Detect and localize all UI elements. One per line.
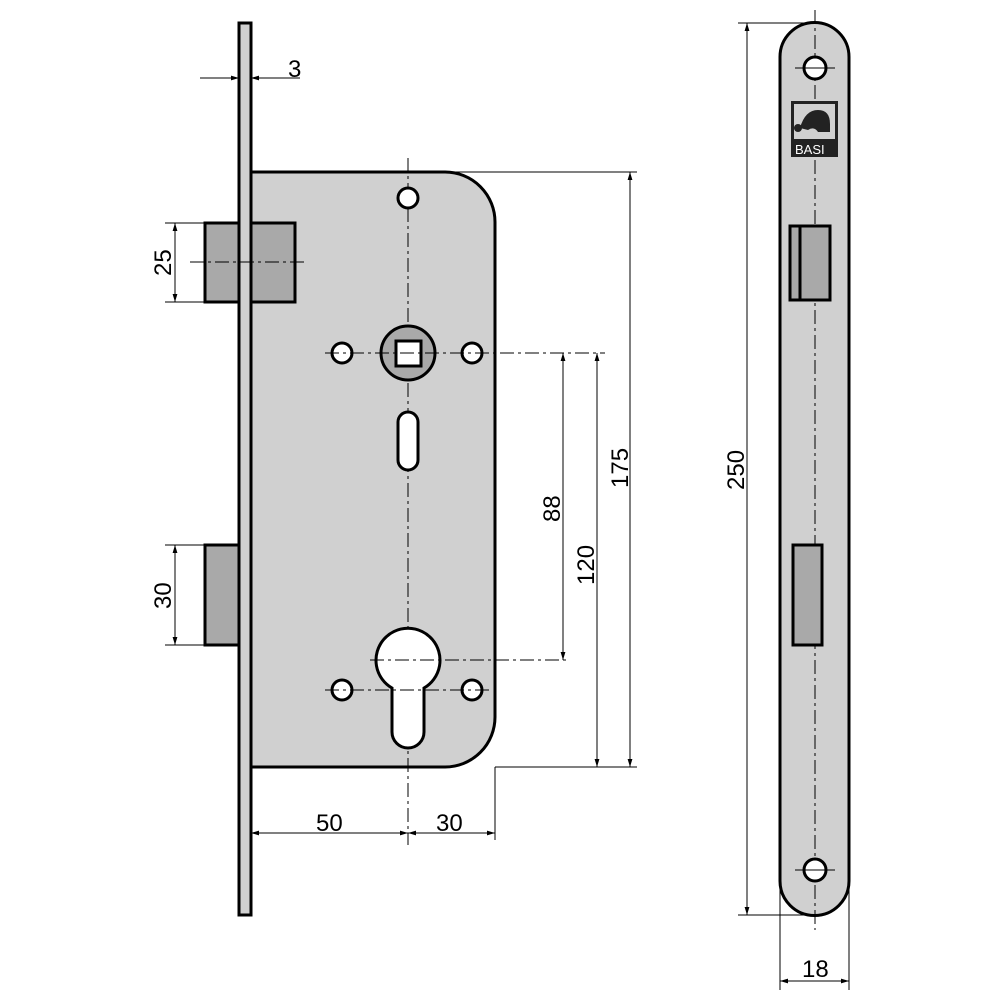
faceplate	[237, 21, 253, 917]
dim-backset: 50	[316, 810, 343, 837]
dim-latch-height: 25	[150, 249, 177, 276]
dim-faceplate-thickness: 3	[288, 56, 301, 83]
dim-body-height: 175	[607, 448, 634, 488]
lock-body	[249, 170, 497, 769]
basi-logo: BASI	[791, 101, 838, 157]
dim-deadbolt-height: 30	[150, 582, 177, 609]
front-view: 3 25 30 50 30 88 120 175	[150, 21, 637, 917]
side-view: BASI 250 18	[723, 10, 851, 990]
dim-faceplate-length: 250	[723, 450, 750, 490]
cylinder-cutout	[374, 626, 442, 750]
dim-faceplate-width: 18	[802, 956, 829, 983]
deadbolt-side	[791, 543, 824, 647]
screw-hole	[396, 186, 420, 210]
dim-center-distance: 88	[539, 495, 566, 522]
svg-text:BASI: BASI	[795, 142, 825, 157]
dim-cylinder-to-edge: 30	[436, 810, 463, 837]
latch-bolt-side	[788, 224, 832, 302]
slot	[396, 410, 420, 472]
dim-spindle-to-bottom: 120	[573, 545, 600, 585]
